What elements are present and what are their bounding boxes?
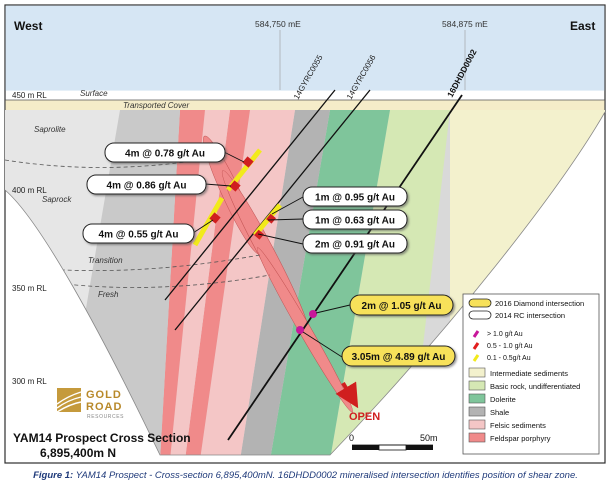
legend-box bbox=[462, 293, 600, 455]
caption-prefix: Figure 1: bbox=[33, 470, 74, 481]
callout-rc-6 bbox=[302, 233, 408, 254]
rl-axis: 450 m RL 400 m RL 350 m RL 300 m RL bbox=[12, 91, 47, 386]
rc-intercept-2 bbox=[229, 180, 241, 192]
rc-intercept-5 bbox=[254, 229, 264, 240]
legend-unit-swatch bbox=[468, 380, 486, 391]
leader-5 bbox=[267, 218, 304, 221]
legend-unit-label: Basic rock, undifferentiated bbox=[490, 382, 580, 391]
legend-grade-label: > 1.0 g/t Au bbox=[487, 331, 523, 338]
rl-label: 350 m RL bbox=[12, 284, 47, 293]
unit-felsic-band-2 bbox=[170, 110, 230, 455]
fresh-boundary bbox=[5, 274, 271, 288]
callout-rc-5 bbox=[302, 209, 408, 230]
legend-rc-swatch bbox=[468, 310, 492, 320]
callout-text: 4m @ 0.55 g/t Au bbox=[99, 230, 179, 241]
legend-grade-swatch bbox=[472, 342, 480, 350]
rc-intercept-1 bbox=[242, 156, 254, 168]
legend-diamond-label: 2016 Diamond intersection bbox=[495, 299, 584, 308]
rl-label: 300 m RL bbox=[12, 377, 47, 386]
rl-label: 450 m RL bbox=[12, 91, 47, 100]
transported-cover-label: Transported Cover bbox=[123, 101, 189, 110]
legend-unit-swatch bbox=[468, 406, 486, 417]
leader-4 bbox=[271, 196, 304, 215]
leader-3 bbox=[192, 219, 214, 234]
logo-text-road: ROAD bbox=[86, 401, 122, 413]
surface-label: Surface bbox=[80, 89, 108, 98]
east-label: East bbox=[570, 19, 595, 33]
callout-text: 1m @ 0.63 g/t Au bbox=[315, 216, 395, 227]
diamond-intercept-2 bbox=[296, 326, 304, 334]
easting-label-2: 584,875 mE bbox=[442, 19, 488, 29]
legend-diamond-swatch bbox=[468, 298, 492, 308]
saprock-boundary bbox=[5, 159, 201, 168]
callout-text: 1m @ 0.95 g/t Au bbox=[315, 193, 395, 204]
leader-1 bbox=[223, 151, 245, 163]
interval-low-55b bbox=[192, 196, 225, 247]
leader-2 bbox=[204, 183, 232, 187]
legend-grade-label: 0.1 - 0.5g/t Au bbox=[487, 355, 531, 362]
header-band bbox=[5, 5, 605, 91]
callout-text: 2m @ 1.05 g/t Au bbox=[362, 301, 442, 312]
legend-unit-swatch bbox=[468, 367, 486, 378]
legend-unit-swatch bbox=[468, 419, 486, 430]
logo-text-gold: GOLD bbox=[86, 389, 122, 401]
caption-text: YAM14 Prospect - Cross-section 6,895,400… bbox=[75, 470, 578, 481]
diamond-intercept-1 bbox=[309, 310, 317, 318]
weathering-label: Saprolite bbox=[34, 125, 66, 134]
legend-grade-label: 0.5 - 1.0 g/t Au bbox=[487, 343, 533, 350]
callout-rc-4 bbox=[302, 186, 408, 207]
unit-porphyry-band-2 bbox=[160, 110, 205, 455]
leader-8 bbox=[302, 331, 343, 358]
callout-text: 2m @ 0.91 g/t Au bbox=[315, 240, 395, 251]
legend-unit-label: Feldspar porphyry bbox=[490, 434, 551, 443]
weathering-label: Fresh bbox=[98, 290, 119, 299]
scale-start-label: 0 bbox=[349, 433, 354, 443]
legend-unit-label: Dolerite bbox=[490, 395, 516, 404]
logo-text-resources: RESOURCES bbox=[87, 414, 124, 420]
callout-text: 4m @ 0.78 g/t Au bbox=[125, 149, 205, 160]
easting-label-1: 584,750 mE bbox=[255, 19, 301, 29]
callout-rc-3 bbox=[82, 223, 195, 244]
transported-cover-band bbox=[5, 100, 605, 110]
callout-diamond-2 bbox=[341, 345, 456, 367]
pit-outline bbox=[4, 111, 606, 456]
legend-unit-swatch bbox=[468, 393, 486, 404]
drill-hole-14GYRC0056 bbox=[174, 89, 371, 331]
leader-6 bbox=[257, 233, 304, 245]
legend: 2016 Diamond intersection 2014 RC inters… bbox=[462, 293, 600, 455]
callout-text: 3.05m @ 4.89 g/t Au bbox=[352, 352, 446, 363]
figure-caption: Figure 1: YAM14 Prospect - Cross-section… bbox=[0, 470, 611, 481]
scale-end-label: 50m bbox=[420, 433, 438, 443]
weathering-label: Saprock bbox=[42, 195, 72, 204]
scale-bar bbox=[352, 444, 433, 451]
rl-label: 400 m RL bbox=[12, 186, 47, 195]
legend-unit-swatch bbox=[468, 432, 486, 443]
west-label: West bbox=[14, 19, 42, 33]
legend-unit-label: Felsic sediments bbox=[490, 421, 546, 430]
drill-hole-14GYRC0055 bbox=[164, 89, 336, 301]
legend-unit-label: Intermediate sediments bbox=[490, 369, 568, 378]
callout-rc-2 bbox=[86, 174, 207, 195]
drill-hole-16DHDD0002 bbox=[227, 94, 463, 441]
gold-road-logo: GOLD ROAD RESOURCES bbox=[56, 388, 124, 420]
legend-rc-label: 2014 RC intersection bbox=[495, 311, 565, 320]
leader-7 bbox=[315, 304, 351, 314]
unit-felsic-sediments bbox=[200, 110, 295, 455]
callout-rc-1 bbox=[104, 142, 226, 163]
logo-mark-icon bbox=[56, 388, 82, 413]
rc-intercept-4 bbox=[266, 213, 276, 224]
legend-unit-label: Shale bbox=[490, 408, 509, 417]
section-subtitle: 6,895,400m N bbox=[40, 446, 116, 460]
section-title: YAM14 Prospect Cross Section bbox=[13, 431, 191, 445]
weathering-label: Transition bbox=[88, 256, 123, 265]
open-label: OPEN bbox=[349, 411, 380, 423]
open-arrow bbox=[335, 381, 359, 409]
callout-text: 4m @ 0.86 g/t Au bbox=[107, 181, 187, 192]
legend-grade-swatch bbox=[472, 354, 480, 362]
callout-diamond-1 bbox=[349, 294, 454, 316]
legend-grade-swatch bbox=[472, 330, 480, 338]
